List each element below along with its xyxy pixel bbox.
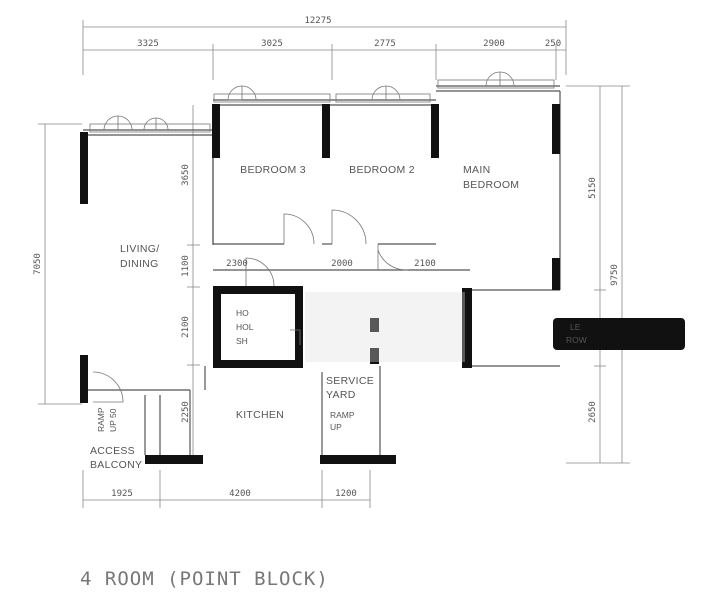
- kitchen-label: KITCHEN: [236, 409, 284, 421]
- bottom-dimensions: 1925 4200 1200: [82, 470, 371, 508]
- top-dimensions: 12275 3325 3025 2775 2900 250: [82, 16, 567, 80]
- service-yard-label-1: SERVICE: [326, 375, 374, 387]
- overall-width-label: 12275: [304, 16, 331, 26]
- corridor-dimensions: 2300 2000 2100: [226, 259, 436, 269]
- service-yard-label-2: YARD: [326, 389, 356, 401]
- shelter-label-1: HO: [236, 308, 249, 318]
- plan-title: 4 ROOM (POINT BLOCK): [80, 568, 329, 590]
- doors: [92, 209, 409, 403]
- dim-corridor-2: 2000: [331, 259, 353, 269]
- room-labels: BEDROOM 3 BEDROOM 2 MAIN BEDROOM LIVING/…: [90, 164, 519, 471]
- dim-top-5: 250: [545, 39, 561, 49]
- bedroom-2-label: BEDROOM 2: [349, 164, 415, 176]
- solid-walls: [80, 104, 685, 464]
- dim-right-overall: 9750: [610, 264, 620, 286]
- dim-top-1: 3325: [137, 39, 159, 49]
- dim-left-4: 2250: [181, 401, 191, 423]
- dim-top-4: 2900: [483, 39, 505, 49]
- access-balcony-label-2: BALCONY: [90, 459, 142, 471]
- ramp-left-label-1: RAMP: [96, 407, 106, 432]
- dim-right-2: 2650: [588, 401, 598, 423]
- ramp-right-label-2: UP: [330, 422, 342, 432]
- dim-top-3: 2775: [374, 39, 396, 49]
- dim-left-1: 3650: [181, 164, 191, 186]
- dim-right-1: 5150: [588, 177, 598, 199]
- ramp-right-label-1: RAMP: [330, 410, 355, 420]
- dim-bottom-2: 4200: [229, 489, 251, 499]
- right-dimensions: 9750 5150 2650: [566, 85, 630, 464]
- dim-corridor-1: 2300: [226, 259, 248, 269]
- ledge-label-2: ROW: [566, 335, 587, 345]
- shelter-label-3: SH: [236, 336, 248, 346]
- dim-left-overall: 7050: [33, 253, 43, 275]
- dim-bottom-3: 1200: [335, 489, 357, 499]
- bedroom-3-label: BEDROOM 3: [240, 164, 306, 176]
- dim-left-2: 1100: [181, 255, 191, 277]
- shelter-label-2: HOL: [236, 322, 254, 332]
- dim-top-2: 3025: [261, 39, 283, 49]
- dim-bottom-1: 1925: [111, 489, 133, 499]
- annotations: RAMP UP 50 RAMP UP LE ROW: [96, 322, 587, 432]
- main-bedroom-label-1: MAIN: [463, 164, 490, 176]
- outline-walls: [83, 85, 561, 460]
- main-bedroom-label-2: BEDROOM: [463, 179, 519, 191]
- access-balcony-label-1: ACCESS: [90, 445, 135, 457]
- ledge-label-1: LE: [570, 322, 581, 332]
- dim-left-3: 2100: [181, 316, 191, 338]
- living-label-1: LIVING/: [120, 243, 159, 255]
- living-label-2: DINING: [120, 258, 159, 270]
- dim-corridor-3: 2100: [414, 259, 436, 269]
- left-dimensions: 7050 3650 1100 2100 2250: [33, 105, 200, 460]
- windows: [89, 71, 555, 133]
- ramp-left-label-2: UP 50: [108, 408, 118, 432]
- service-area-hatch: [305, 292, 465, 362]
